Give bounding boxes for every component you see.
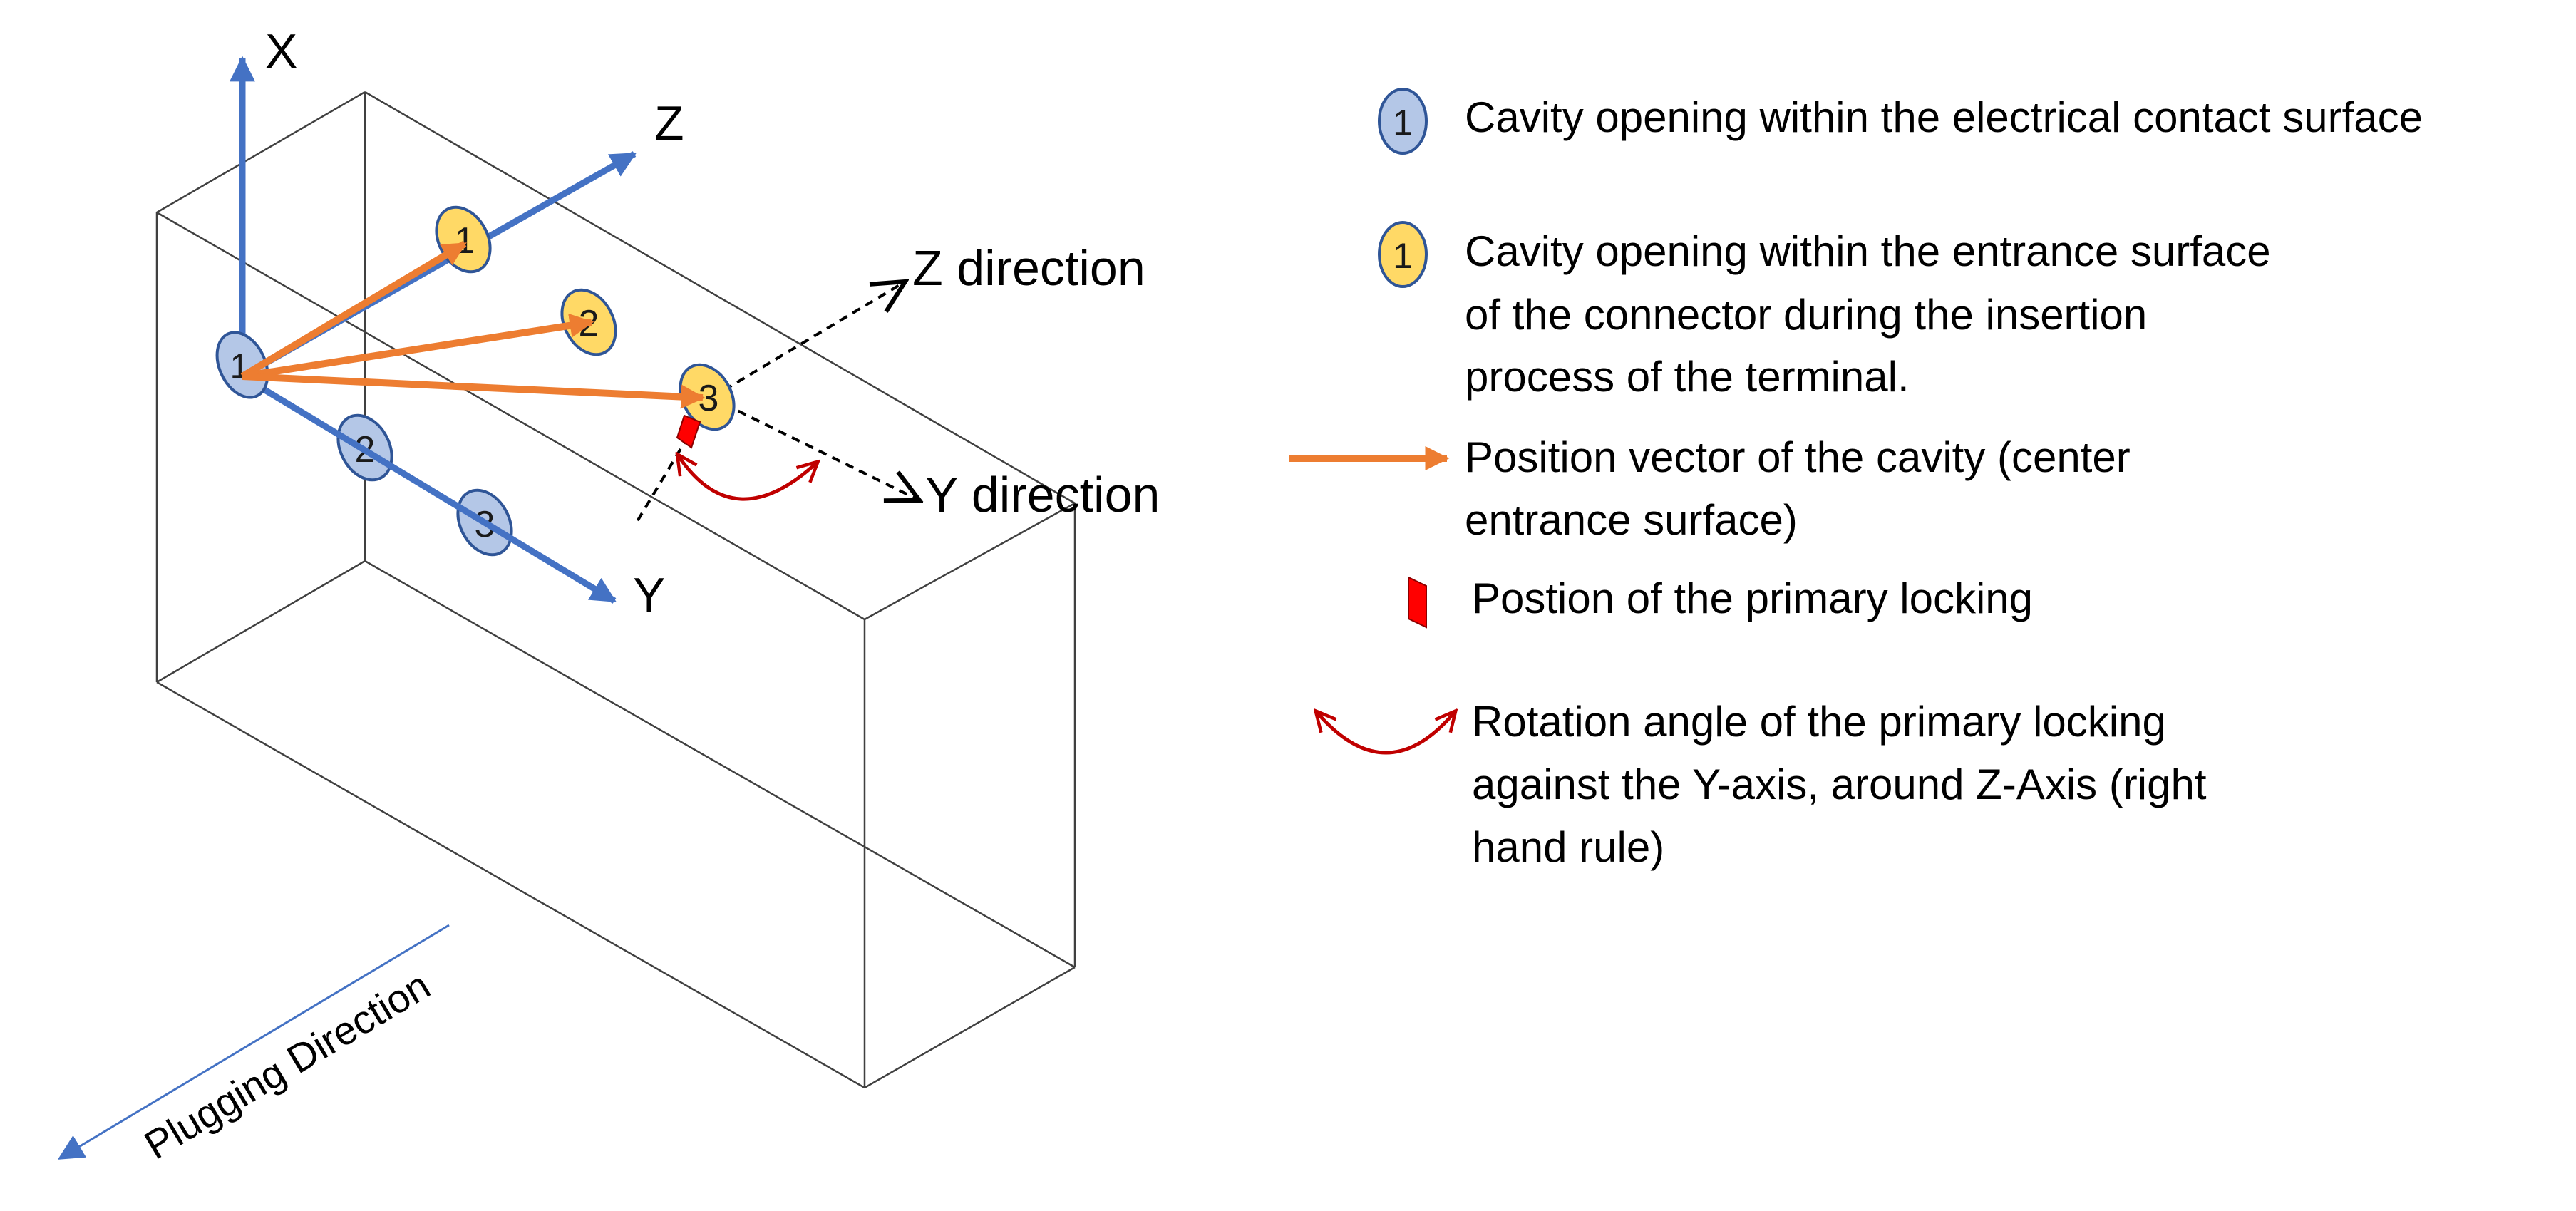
locking-reference-line: [633, 396, 713, 527]
plugging-direction-arrow: [57, 924, 450, 1160]
legend-text-position-vector-line-1: Position vector of the cavity (center: [1465, 433, 2131, 481]
legend-item-position-vector: Position vector of the cavity (center en…: [1289, 433, 2131, 544]
box-edge: [156, 560, 366, 684]
primary-locking-symbol: [1408, 576, 1427, 629]
entrance-cavity-label: 1: [455, 220, 475, 262]
box-edge: [864, 502, 1076, 621]
y-direction-label: Y direction: [925, 467, 1160, 522]
position-vector-2: [242, 313, 594, 380]
plugging-direction-label: Plugging Direction: [137, 962, 438, 1168]
contact-cavity-symbol-label: 1: [1393, 103, 1413, 143]
legend-text-entrance-cavity-line-1: Cavity opening within the entrance surfa…: [1465, 227, 2271, 275]
contact-cavity-1: 1: [215, 331, 269, 399]
entrance-cavity-symbol: 1: [1378, 221, 1428, 288]
box-edge: [156, 681, 865, 1089]
contact-cavity-symbol: 1: [1378, 88, 1428, 155]
box-edge: [156, 211, 865, 621]
z-direction-label: Z direction: [912, 240, 1145, 296]
y-axis-label: Y: [633, 568, 665, 622]
legend-text-entrance-cavity-line-3: process of the terminal.: [1465, 353, 1910, 401]
entrance-cavity-symbol-label: 1: [1393, 236, 1413, 276]
legend-text-rotation-angle-line-2: against the Y-axis, around Z-Axis (right: [1472, 761, 2207, 808]
legend-text-primary-locking: Postion of the primary locking: [1472, 574, 2033, 622]
entrance-surface-cavities: 1 2 3: [435, 205, 736, 431]
box-edge: [864, 966, 1076, 1089]
legend-item-rotation-angle: Rotation angle of the primary locking ag…: [1317, 698, 2207, 871]
position-vectors: [240, 240, 706, 409]
legend-text-position-vector-line-2: entrance surface): [1465, 496, 1798, 544]
legend-item-entrance-cavity: 1 Cavity opening within the entrance sur…: [1378, 221, 2271, 401]
rotation-angle-symbol: [1317, 713, 1454, 755]
z-axis-label: Z: [654, 96, 684, 150]
legend-text-rotation-angle-line-1: Rotation angle of the primary locking: [1472, 698, 2166, 746]
y-axis: [240, 373, 617, 604]
legend-item-primary-locking: Postion of the primary locking: [1408, 574, 2033, 629]
legend-text-rotation-angle-line-3: hand rule): [1472, 823, 1664, 871]
connector-box: [155, 91, 1076, 1089]
legend-text-entrance-cavity-line-2: of the connector during the insertion: [1465, 291, 2147, 339]
direction-guides: [633, 282, 919, 527]
legend: 1 Cavity opening within the electrical c…: [1289, 88, 2423, 871]
z-direction-arrow: [710, 282, 905, 399]
rotation-angle-arc: [679, 456, 816, 501]
box-edge: [364, 560, 1076, 969]
primary-locking-marker: [676, 414, 701, 449]
y-direction-arrow: [711, 396, 919, 500]
legend-item-contact-cavity: 1 Cavity opening within the electrical c…: [1378, 88, 2423, 155]
position-vector-3: [242, 373, 706, 409]
box-edge: [364, 91, 1076, 505]
position-vector-1: [240, 240, 467, 380]
legend-text-contact-cavity: Cavity opening within the electrical con…: [1465, 93, 2423, 141]
box-edge: [156, 91, 366, 214]
x-axis-label: X: [265, 24, 297, 78]
